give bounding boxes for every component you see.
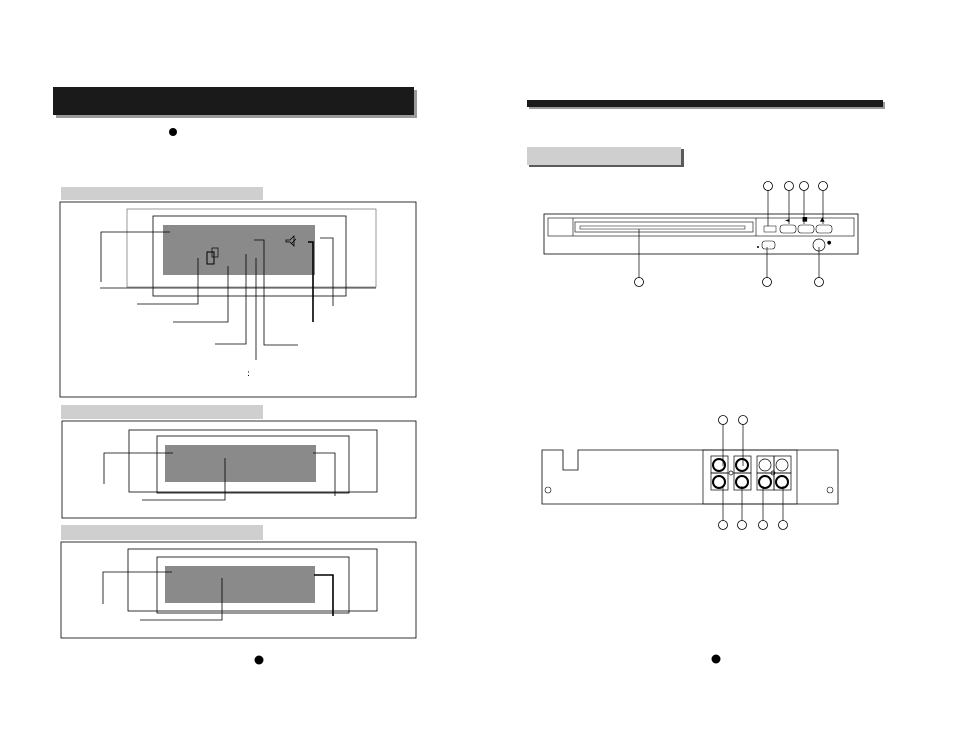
disc-tray bbox=[574, 221, 754, 233]
left-bullet-icon bbox=[169, 128, 177, 136]
panel-2-tab bbox=[61, 405, 263, 419]
rear-panel-diagram bbox=[541, 415, 839, 530]
jack-dot-mark: ● bbox=[827, 240, 832, 246]
panel-1-tab bbox=[61, 187, 263, 200]
disc-count-icon bbox=[206, 247, 219, 265]
display-panel-3 bbox=[60, 525, 417, 639]
display-panel-2 bbox=[61, 405, 417, 519]
stop-mark: ■ bbox=[802, 216, 808, 223]
display-screen-3 bbox=[165, 566, 315, 603]
right-page-number-icon bbox=[711, 654, 721, 664]
ir-sensor bbox=[763, 225, 777, 233]
panel-1-colon-mark: : bbox=[247, 369, 251, 379]
eject-mark: ▲ bbox=[820, 216, 825, 223]
panel-1-frame bbox=[59, 201, 417, 398]
display-panel-1 bbox=[59, 187, 417, 398]
stop-button bbox=[797, 224, 815, 234]
display-screen-1 bbox=[163, 225, 315, 275]
panel-3-frame bbox=[60, 541, 417, 639]
left-page-number-icon bbox=[254, 655, 264, 665]
prev-mark: ◄ bbox=[785, 217, 790, 224]
eject-button bbox=[815, 224, 833, 234]
prev-button bbox=[779, 224, 797, 234]
front-panel-diagram bbox=[543, 181, 859, 287]
power-button bbox=[761, 240, 776, 250]
display-screen-2 bbox=[165, 445, 316, 482]
panel-3-tab bbox=[61, 525, 263, 540]
speaker-mute-icon bbox=[285, 235, 297, 247]
panel-2-frame bbox=[61, 420, 417, 519]
right-header-bar bbox=[527, 100, 885, 109]
right-section-tab bbox=[527, 147, 684, 167]
left-header-bar bbox=[53, 87, 417, 118]
rear-body bbox=[541, 449, 839, 505]
player-body bbox=[543, 213, 859, 255]
